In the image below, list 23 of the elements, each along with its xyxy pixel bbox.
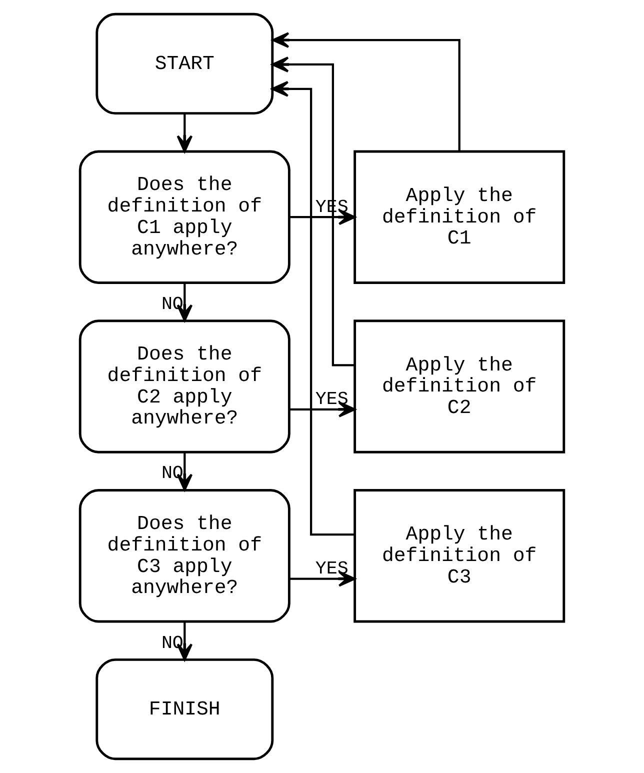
arrow	[176, 114, 193, 152]
arrow	[289, 401, 356, 418]
edge-label: YES	[315, 390, 348, 410]
node-box: Does the definition of C2 apply anywhere?	[78, 320, 290, 454]
node-box: Apply the definition of C1	[354, 150, 566, 284]
arrow	[272, 32, 460, 152]
node-box: Apply the definition of C2	[354, 320, 566, 454]
node-box: START	[96, 12, 274, 115]
arrow	[176, 452, 193, 491]
edge-label: YES	[315, 560, 348, 580]
arrow	[289, 570, 356, 587]
node-box: Does the definition of C1 apply anywhere?	[78, 150, 290, 284]
node-box: Apply the definition of C3	[354, 489, 566, 623]
node-box: FINISH	[96, 658, 274, 760]
edge-label: NO	[161, 634, 184, 654]
arrow	[271, 80, 355, 536]
edge-label: NO	[161, 464, 184, 484]
node-box: Does the definition of C3 apply anywhere?	[78, 489, 290, 623]
arrow	[289, 209, 356, 226]
arrow	[176, 622, 193, 661]
edge-label: NO	[161, 294, 184, 315]
arrow	[176, 283, 193, 322]
arrow	[272, 56, 354, 366]
